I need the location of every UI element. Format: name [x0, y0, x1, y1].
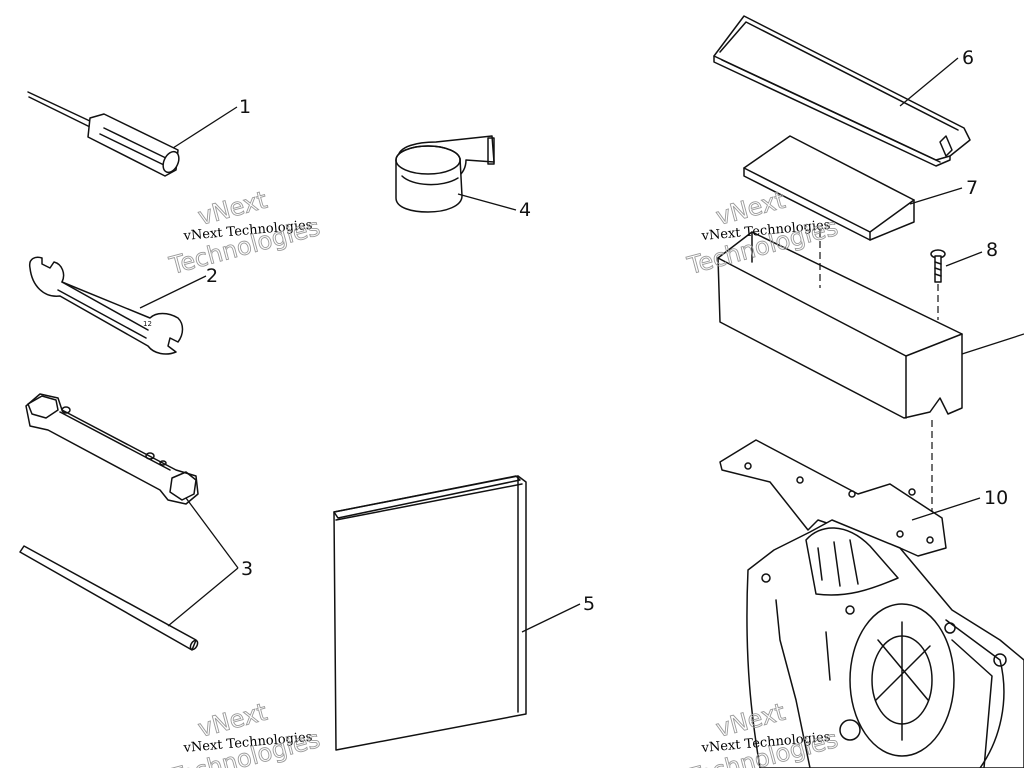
- callout-5: 5: [583, 593, 595, 615]
- callout-4: 4: [519, 199, 531, 221]
- fan-housing-part: [746, 519, 1024, 768]
- screwdriver-part: [27, 91, 180, 177]
- callout-2: 2: [206, 265, 218, 287]
- bracket-part: [719, 439, 947, 557]
- wrench-part: 12: [28, 256, 184, 355]
- tommy-bar-part: [19, 545, 199, 651]
- svg-text:12: 12: [143, 320, 152, 328]
- callout-8: 8: [986, 239, 998, 261]
- callout-1: 1: [239, 96, 251, 118]
- callout-7: 7: [966, 177, 978, 199]
- airbox-lid-part: [713, 15, 971, 167]
- watermark-1: vNext vNext Technologies Technologies: [165, 185, 323, 280]
- callout-10: 10: [984, 487, 1008, 509]
- owners-manual-part: [333, 475, 527, 751]
- tape-roll-part: [395, 135, 495, 213]
- callout-6: 6: [962, 47, 974, 69]
- socket-wrench-part: [25, 393, 199, 505]
- watermark-3: vNext vNext Technologies Technologies: [165, 697, 323, 768]
- screw-part: [930, 249, 946, 283]
- filter-element-part: [743, 135, 915, 241]
- callout-3: 3: [241, 558, 253, 580]
- airbox-body-part: [717, 231, 963, 419]
